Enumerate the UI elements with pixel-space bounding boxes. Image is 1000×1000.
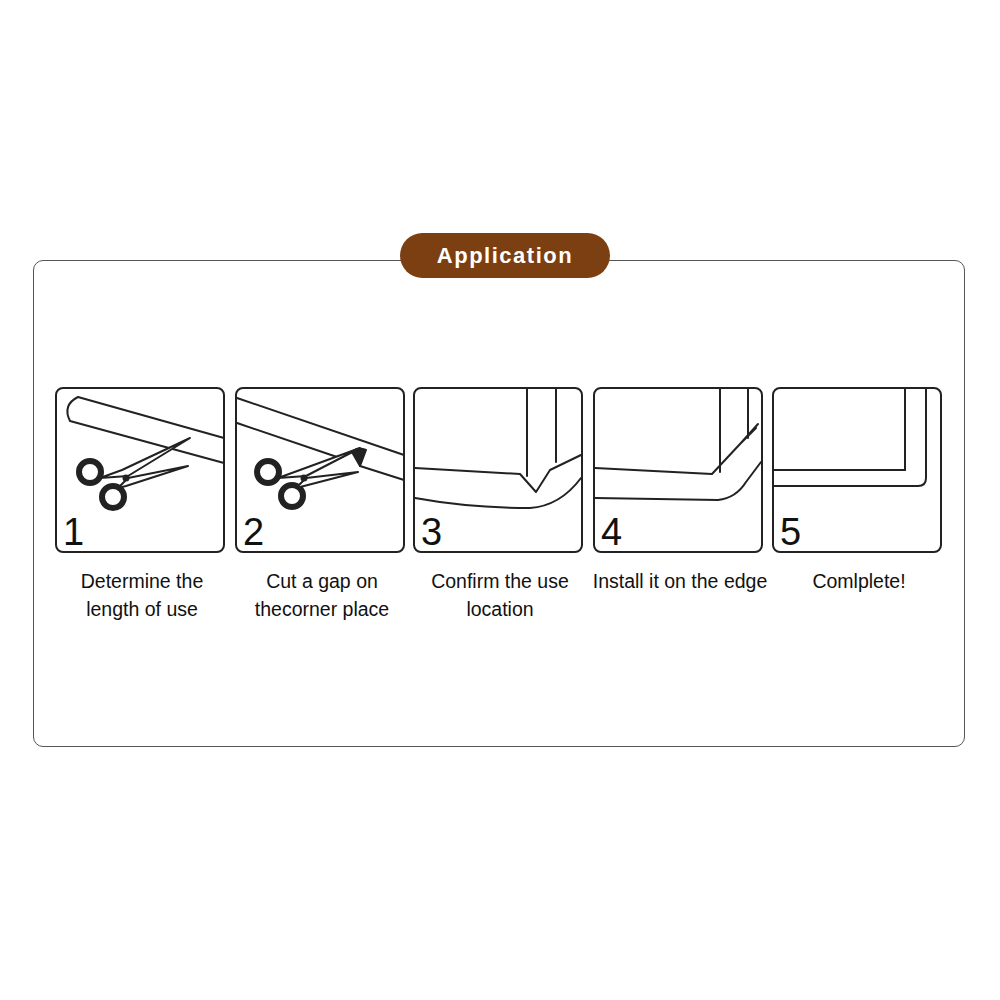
strip-top [415, 455, 581, 492]
scissor-ring [257, 461, 279, 483]
strip-top [595, 424, 758, 474]
step-panel: 3Confirm the use location [413, 387, 583, 553]
step-panel: 4Install it on the edge [593, 387, 763, 553]
step-panel: 2Cut a gap on thecorner place [235, 387, 405, 553]
scissor-pivot [302, 476, 307, 481]
scissor-ring [281, 485, 303, 507]
scissor-ring [79, 461, 101, 483]
scissor-pivot [124, 476, 129, 481]
strip-bottom [415, 478, 581, 508]
step-panel: 5Comlplete! [772, 387, 942, 553]
strip-bottom [595, 462, 761, 500]
scissor-blade [100, 438, 190, 478]
step-number: 2 [243, 513, 264, 551]
edge-strip [237, 398, 404, 480]
step-caption: Comlplete! [770, 567, 948, 595]
strip-finished [774, 470, 918, 486]
scissor-ring [102, 486, 124, 508]
step-number: 4 [601, 513, 622, 551]
step-caption: Install it on the edge [591, 567, 769, 595]
scissor-blade [296, 472, 358, 488]
scissor-blade [118, 466, 188, 488]
title-pill: Application [400, 233, 610, 278]
step-number: 3 [421, 513, 442, 551]
outer-frame [33, 260, 965, 747]
step-number: 1 [63, 513, 84, 551]
wall-edge [905, 389, 926, 486]
step-caption: Determine the length of use [53, 567, 231, 624]
step-number: 5 [780, 513, 801, 551]
step-caption: Cut a gap on thecorner place [233, 567, 411, 624]
wall-edge [527, 389, 556, 476]
edge-strip [67, 397, 224, 463]
step-panel: 1Determine the length of use [55, 387, 225, 553]
title-text: Application [437, 243, 573, 269]
step-caption: Confirm the use location [411, 567, 589, 624]
